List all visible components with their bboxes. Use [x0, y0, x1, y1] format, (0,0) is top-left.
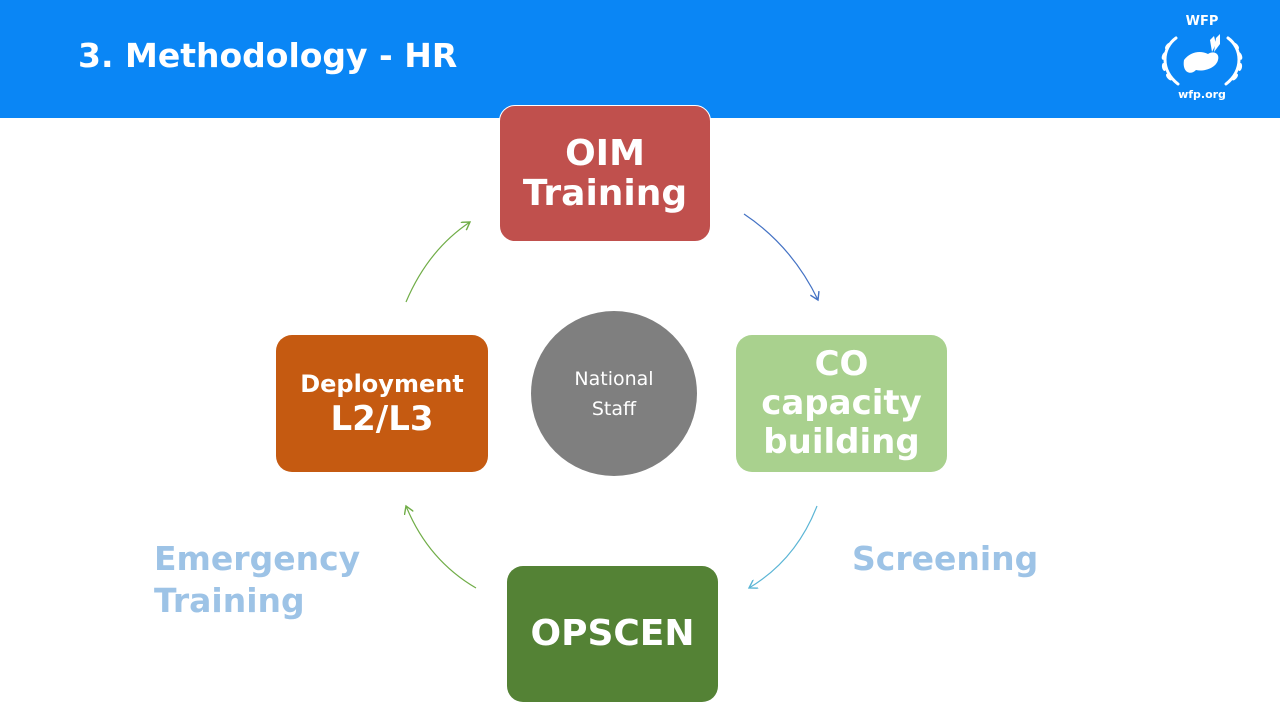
label-emergency-training: Emergency Training — [154, 539, 361, 620]
arrow-opscen-to-deployment — [406, 506, 477, 589]
logo-bottom-text: wfp.org — [1178, 88, 1226, 101]
wreath-emblem-icon — [1161, 34, 1243, 86]
label-screening: Screening — [852, 539, 1039, 578]
node-co-label: CO capacity building — [761, 344, 922, 462]
node-oim-training: OIM Training — [499, 105, 711, 242]
node-oim-label: OIM Training — [522, 132, 688, 214]
logo-top-text: WFP — [1185, 14, 1219, 29]
node-deployment-label: Deployment — [300, 369, 464, 398]
wfp-logo: WFP wfp.org — [1152, 12, 1252, 106]
center-label: National Staff — [574, 367, 654, 420]
arrow-oim-to-co — [743, 213, 818, 300]
slide-title: 3. Methodology - HR — [78, 36, 458, 75]
node-opscen: OPSCEN — [507, 566, 718, 702]
node-co-capacity-building: CO capacity building — [736, 335, 947, 472]
node-deployment-level: L2/L3 — [330, 398, 434, 439]
node-deployment: Deployment L2/L3 — [276, 335, 488, 472]
header-bar: 3. Methodology - HR WFP wfp.org — [0, 0, 1280, 118]
center-national-staff: National Staff — [531, 311, 697, 476]
arrow-co-to-opscen — [749, 505, 818, 588]
node-opscen-label: OPSCEN — [530, 613, 695, 654]
arrow-deployment-to-oim — [405, 222, 470, 303]
